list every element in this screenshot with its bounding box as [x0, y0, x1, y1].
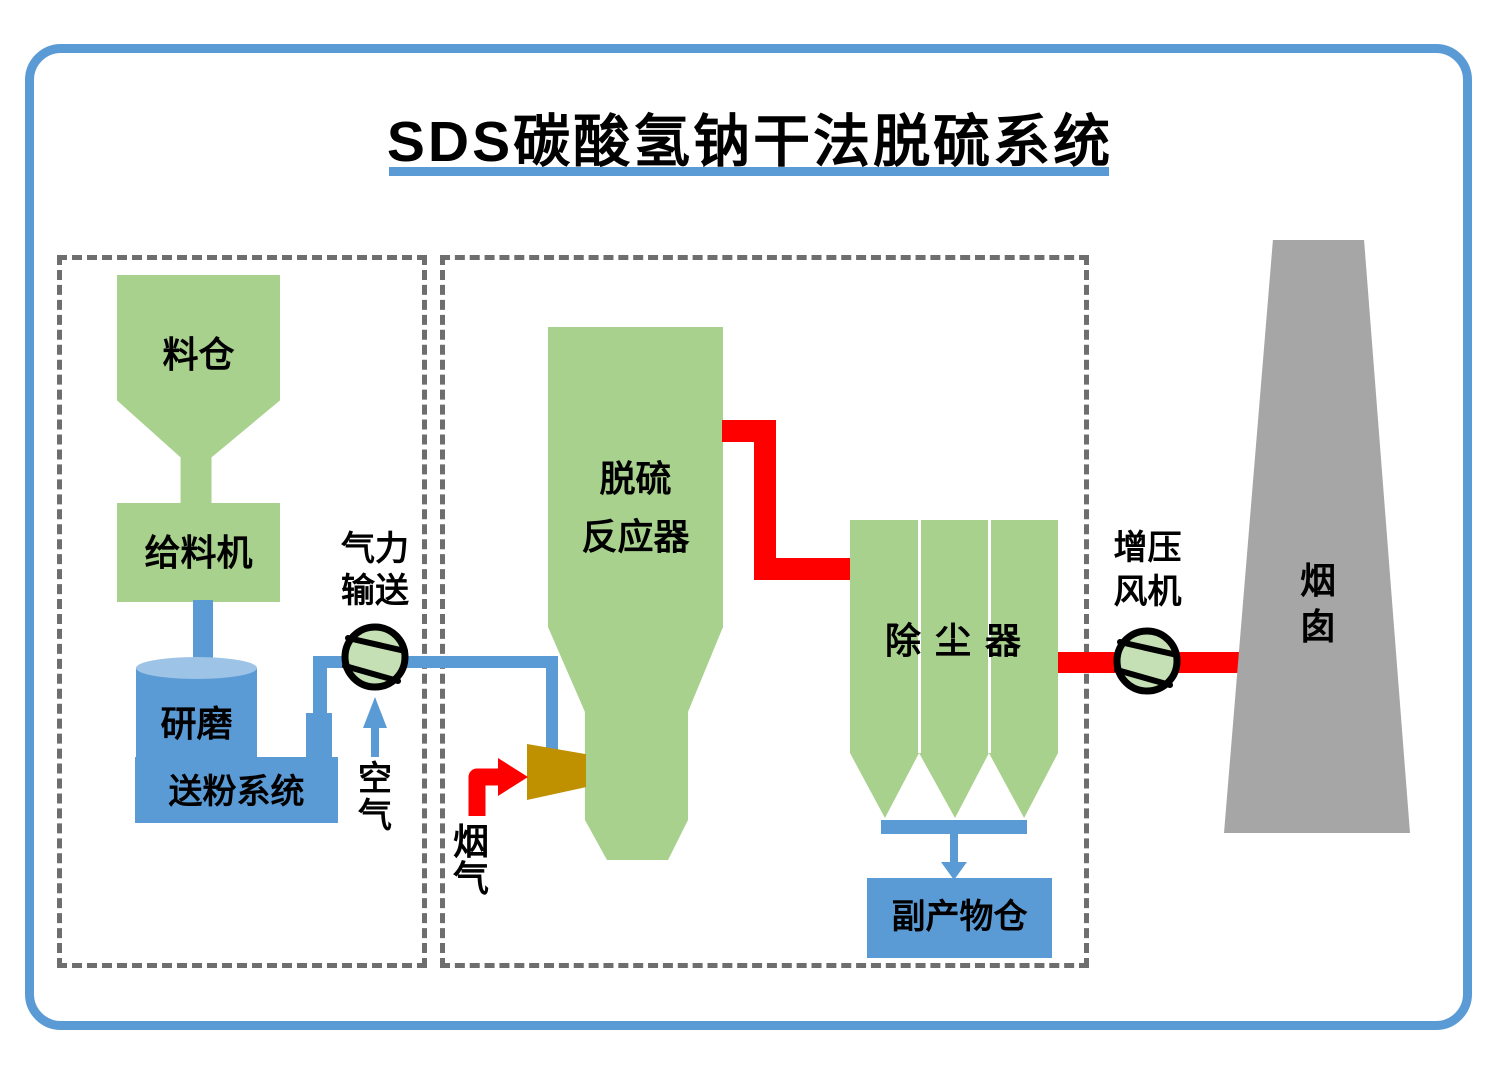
air-label-line1: 空	[358, 760, 392, 798]
powder-feed-label: 送粉系统	[168, 773, 305, 811]
pneumatic-fan-label: 气力 输送	[323, 528, 427, 612]
flue-duct-horizontal-2	[754, 558, 851, 580]
page-title: SDS碳酸氢钠干法脱硫系统	[386, 110, 1114, 174]
chimney-label-line2: 囱	[1299, 606, 1336, 647]
grinding-label: 研磨	[160, 703, 233, 744]
booster-fan-label-line2: 风机	[1113, 573, 1182, 611]
air-label-line2: 气	[358, 797, 392, 835]
riser-pipe-lower	[306, 713, 332, 761]
dust-collector-shape	[850, 520, 1058, 818]
reactor-label-line2: 反应器	[581, 516, 690, 557]
flue-gas-label-line1: 烟	[452, 821, 489, 862]
booster-fan-icon	[1113, 627, 1181, 695]
byproduct-bin-shape	[867, 878, 1052, 958]
chimney-label-line1: 烟	[1299, 560, 1336, 601]
flue-gas-arrow-icon	[468, 758, 528, 816]
air-flow-arrow-icon	[363, 697, 387, 757]
dust-collector-divider-1	[918, 520, 921, 753]
feeder-label: 给料机	[144, 532, 253, 573]
diagram-border	[25, 44, 1472, 1030]
grinding-cylinder	[136, 668, 257, 758]
air-label: 空 气	[345, 761, 405, 835]
dust-collector-label: 除 尘 器	[884, 620, 1023, 661]
title-underline	[389, 167, 1109, 176]
flue-gas-label: 烟 气	[441, 823, 501, 897]
flue-duct-vertical	[754, 420, 776, 580]
dust-collector-divider-2	[988, 520, 991, 753]
feed-system-group-box	[57, 255, 427, 968]
chimney-label: 烟 囱	[1288, 558, 1348, 650]
byproduct-bin-label: 副产物仓	[891, 898, 1028, 936]
booster-fan-label: 增压 风机	[1095, 526, 1200, 614]
pneumatic-fan-icon	[341, 623, 409, 691]
flue-gas-label-line2: 气	[452, 858, 489, 899]
injection-drop-pipe	[546, 656, 558, 752]
powder-feed-base	[135, 757, 338, 823]
hopper-label: 料仓	[162, 334, 235, 375]
pneumatic-fan-label-line2: 输送	[341, 572, 409, 610]
riser-pipe-upper	[313, 657, 327, 717]
grinding-cylinder-top	[136, 657, 257, 679]
booster-fan-label-line1: 增压	[1113, 529, 1182, 567]
reaction-group-box	[440, 255, 1089, 968]
pneumatic-fan-label-line1: 气力	[341, 530, 409, 568]
byproduct-arrow-icon	[941, 834, 967, 880]
feeder-shape	[117, 503, 280, 602]
byproduct-collection-bar	[881, 820, 1027, 834]
reactor-label-line1: 脱硫	[599, 458, 672, 499]
feeder-outlet-pipe	[193, 600, 213, 670]
